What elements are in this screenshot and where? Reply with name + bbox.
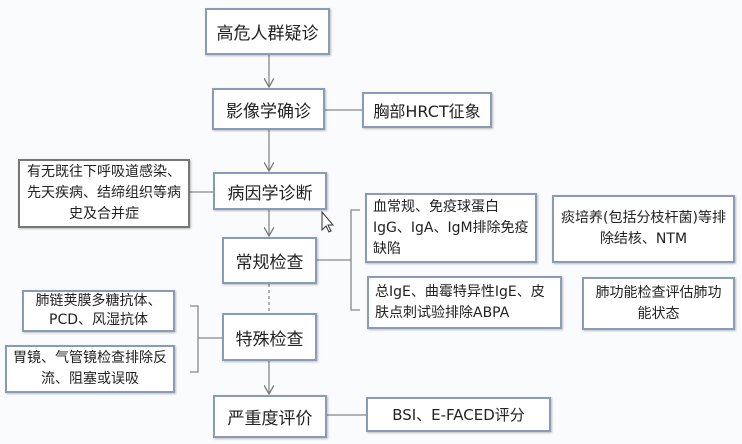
- step-special-exam: 特殊检查: [222, 313, 317, 361]
- note-text: 胸部HRCT征象: [373, 102, 481, 121]
- note-text: 血常规、免疫球蛋白IgG、IgA、IgM排除免疫缺陷: [373, 198, 529, 257]
- note-text: BSI、E-FACED评分: [392, 406, 525, 424]
- step-severity: 严重度评价: [213, 395, 327, 438]
- note-hrct: 胸部HRCT征象: [362, 92, 492, 128]
- bracket-left: [190, 305, 199, 373]
- step-label: 高危人群疑诊: [216, 24, 319, 44]
- note-text: 胃镜、气管镜检查排除反流、阻塞或误吸: [13, 350, 167, 387]
- step-imaging: 影像学确诊: [212, 88, 325, 130]
- step-label: 病因学诊断: [227, 183, 313, 204]
- cursor-icon: [321, 210, 335, 233]
- step-etiology: 病因学诊断: [213, 172, 327, 210]
- note-text: 肺链荚膜多糖抗体、PCD、风湿抗体: [35, 293, 162, 328]
- step-label: 常规检查: [235, 253, 304, 273]
- note-text: 有无既往下呼吸道感染、先天疾病、结缔组织等病史及合并症: [27, 164, 181, 222]
- note-sputum: 痰培养(包括分枝杆菌)等排除结核、NTM: [552, 195, 735, 263]
- note-text: 痰培养(包括分枝杆菌)等排除结核、NTM: [561, 210, 726, 247]
- step-routine-exam: 常规检查: [222, 237, 317, 284]
- step-label: 严重度评价: [227, 409, 313, 429]
- note-lung-function: 肺功能检查评估肺功能状态: [582, 277, 735, 330]
- note-text: 总IgE、曲霉特异性IgE、皮肤点刺试验排除ABPA: [375, 283, 545, 321]
- step-label: 特殊检查: [235, 329, 304, 350]
- step-high-risk: 高危人群疑诊: [205, 8, 330, 55]
- note-ige: 总IgE、曲霉特异性IgE、皮肤点刺试验排除ABPA: [367, 276, 562, 329]
- bracket-right: [350, 209, 360, 311]
- note-blood: 血常规、免疫球蛋白IgG、IgA、IgM排除免疫缺陷: [365, 193, 537, 263]
- note-history: 有无既往下呼吸道感染、先天疾病、结缔组织等病史及合并症: [18, 159, 190, 228]
- step-label: 影像学确诊: [226, 101, 311, 122]
- note-endoscopy: 胃镜、气管镜检查排除反流、阻塞或误吸: [5, 345, 175, 393]
- note-antibody: 肺链荚膜多糖抗体、PCD、风湿抗体: [22, 290, 175, 332]
- note-text: 肺功能检查评估肺功能状态: [595, 284, 722, 322]
- note-severity-scores: BSI、E-FACED评分: [366, 397, 551, 432]
